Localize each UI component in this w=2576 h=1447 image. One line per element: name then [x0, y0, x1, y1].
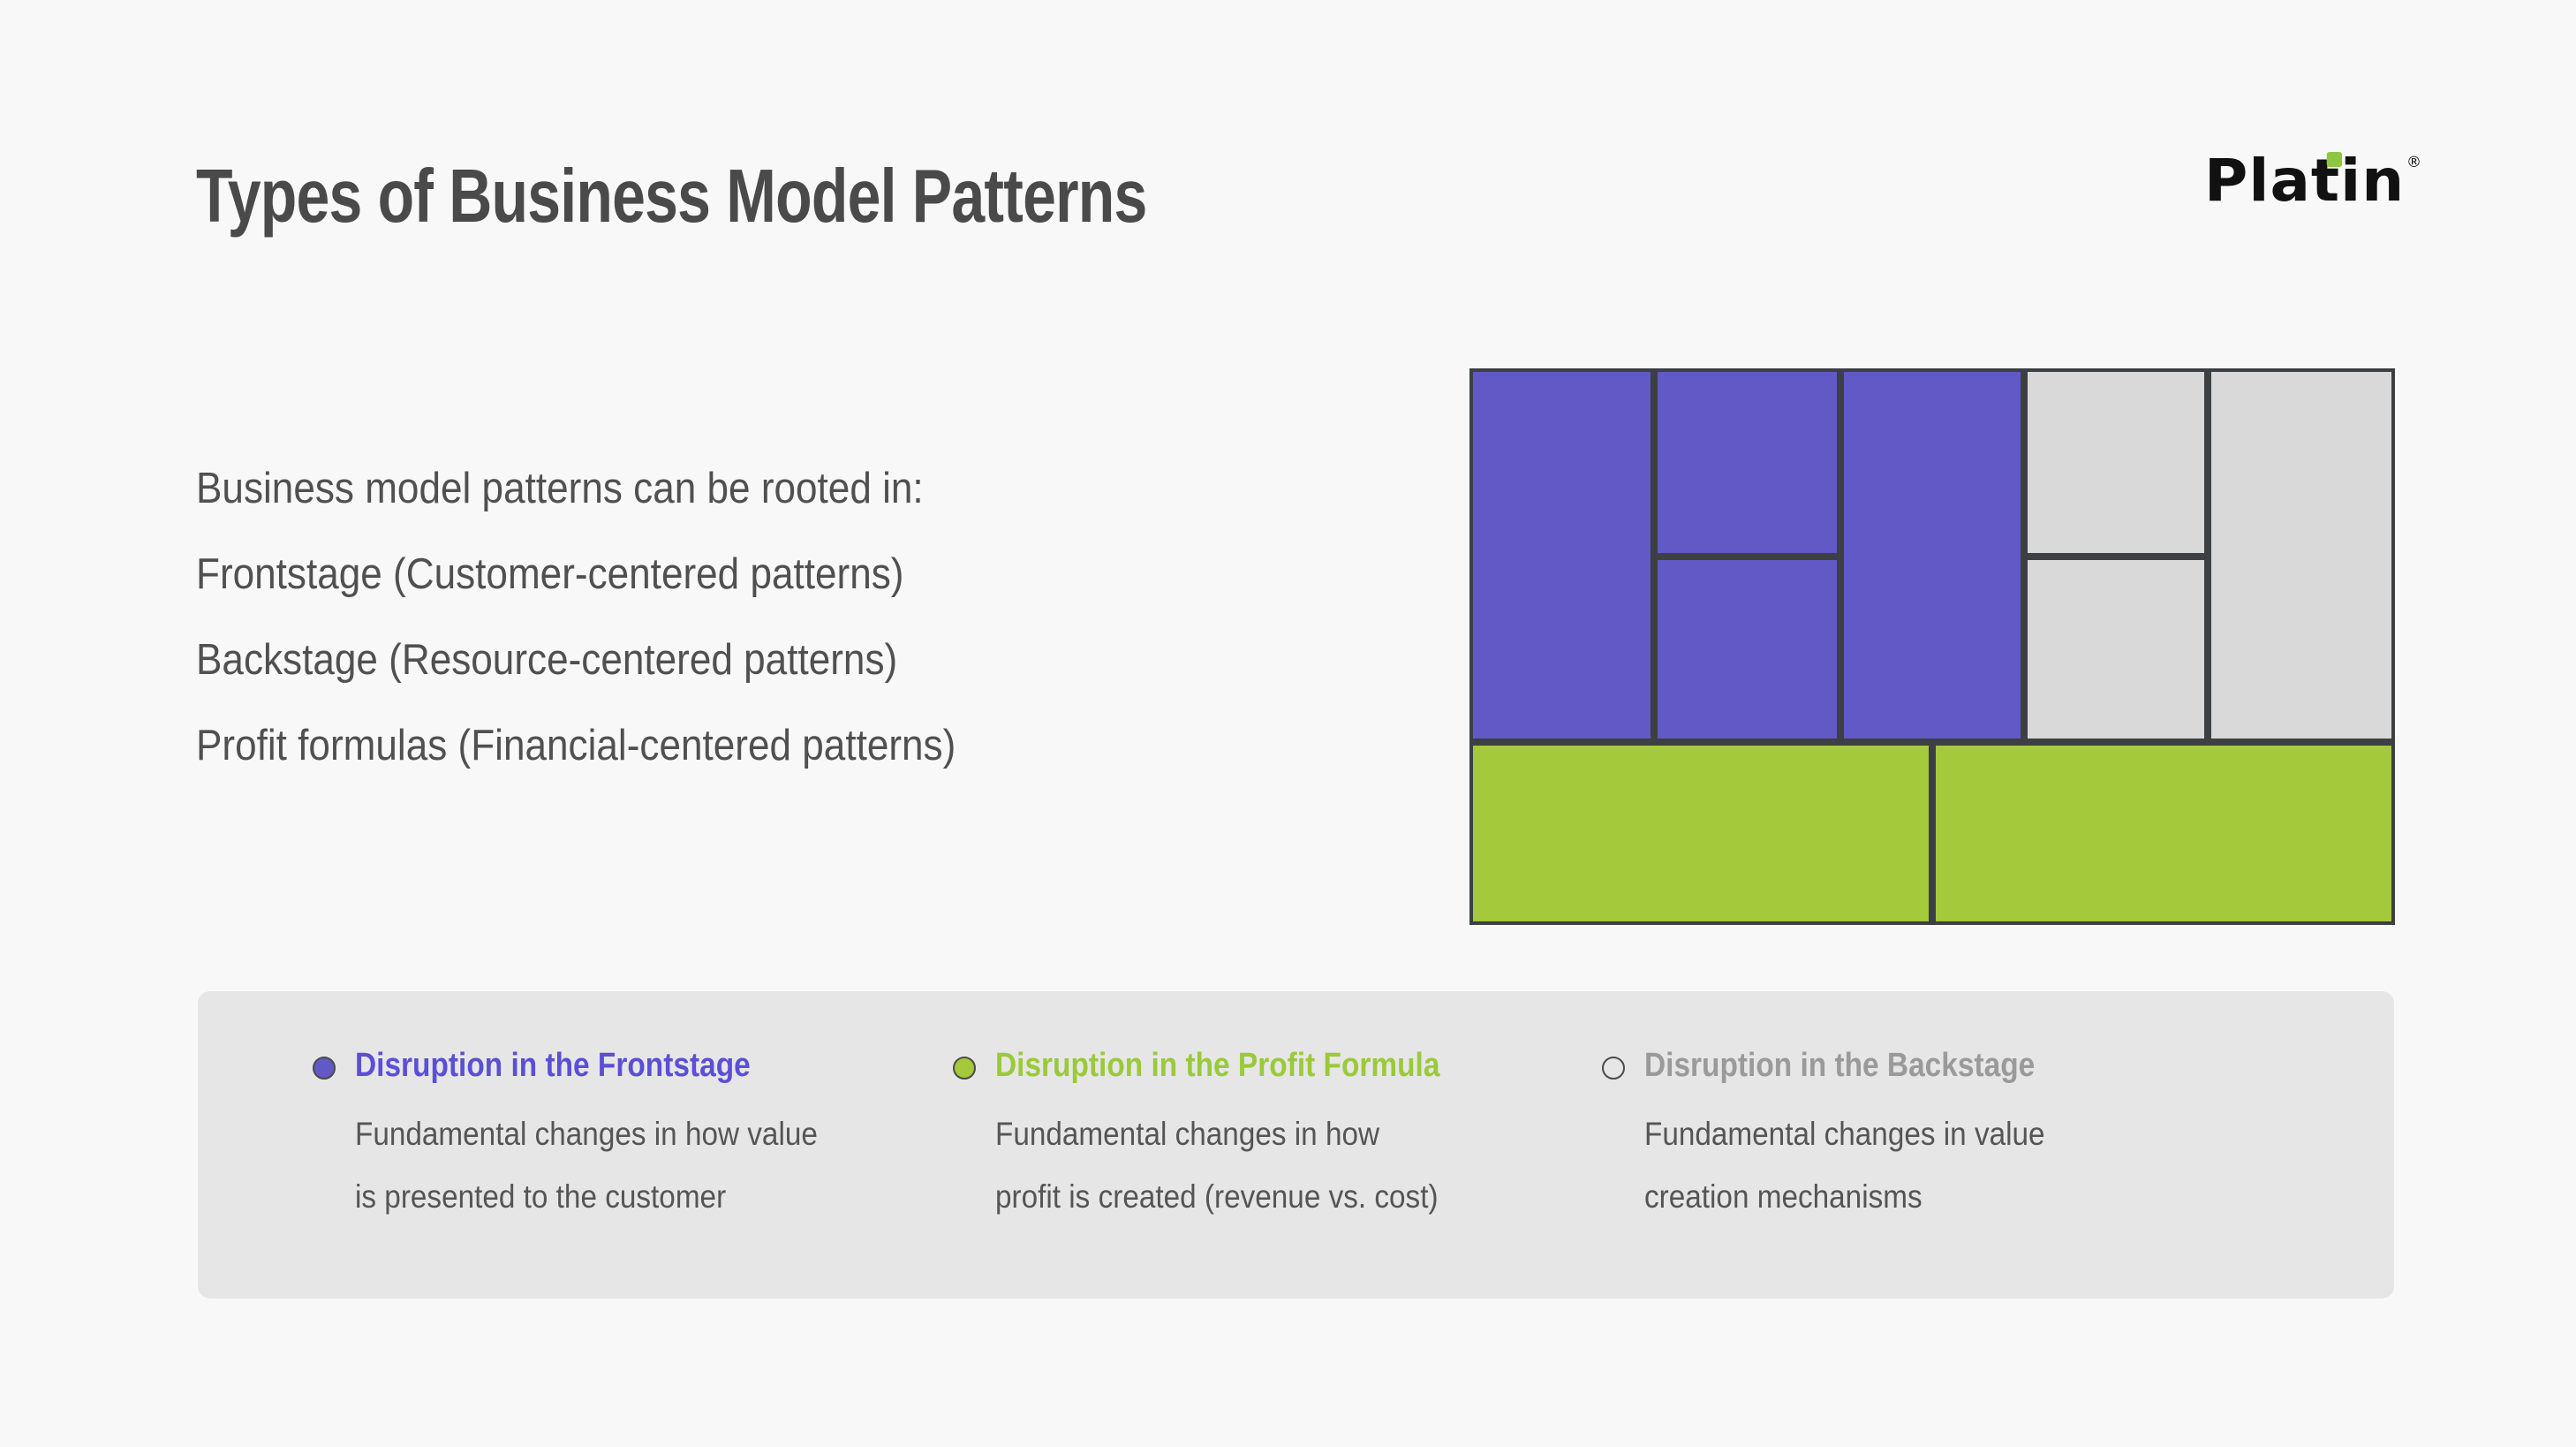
logo-green-dot-icon [2326, 152, 2343, 167]
legend-text-backstage: Disruption in the Backstage Fundamental … [1644, 1042, 2242, 1228]
legend-title-backstage: Disruption in the Backstage [1644, 1047, 2036, 1084]
business-model-grid-diagram [1469, 368, 2395, 925]
body-line: Profit formulas (Financial-centered patt… [196, 722, 956, 769]
legend-bullet-icon-frontstage [313, 1057, 336, 1080]
legend-desc-line: Fundamental changes in value [1644, 1116, 2045, 1152]
legend-bullet-icon-profit-formula [953, 1057, 976, 1080]
body-line: Frontstage (Customer-centered patterns) [196, 550, 904, 598]
diagram-cell-frontstage-col-2-top [1654, 368, 1840, 557]
registered-trademark-icon: ® [2406, 154, 2421, 171]
legend-panel: Disruption in the Frontstage Fundamental… [198, 991, 2394, 1299]
legend-desc-line: Fundamental changes in how [995, 1116, 1380, 1152]
diagram-cell-backstage-col-2 [2208, 368, 2395, 742]
body-line: Backstage (Resource-centered patterns) [196, 636, 898, 684]
diagram-cell-profit-block-left [1469, 742, 1932, 925]
diagram-cell-backstage-col-1-top [2024, 368, 2208, 557]
legend-items-row: Disruption in the Frontstage Fundamental… [313, 1042, 2242, 1228]
diagram-cell-frontstage-col-2-bottom [1654, 557, 1840, 742]
legend-desc-line: creation mechanisms [1644, 1178, 1923, 1215]
body-line: Business model patterns can be rooted in… [196, 465, 924, 512]
legend-text-frontstage: Disruption in the Frontstage Fundamental… [355, 1042, 953, 1228]
logo-text: Platin [2204, 147, 2406, 215]
diagram-cell-backstage-col-1-bottom [2024, 557, 2208, 742]
page-title: Types of Business Model Patterns [196, 155, 1147, 239]
legend-desc-line: profit is created (revenue vs. cost) [995, 1178, 1439, 1215]
legend-item-frontstage[interactable]: Disruption in the Frontstage Fundamental… [313, 1042, 953, 1228]
diagram-cell-frontstage-col-3 [1840, 368, 2024, 742]
legend-title-profit-formula: Disruption in the Profit Formula [995, 1047, 1440, 1084]
diagram-cell-profit-block-right [1932, 742, 2395, 925]
legend-desc-line: Fundamental changes in how value [355, 1116, 818, 1152]
diagram-cell-frontstage-col-1 [1469, 368, 1654, 742]
legend-item-profit-formula[interactable]: Disruption in the Profit Formula Fundame… [953, 1042, 1602, 1228]
legend-bullet-icon-backstage [1602, 1057, 1625, 1080]
legend-item-backstage[interactable]: Disruption in the Backstage Fundamental … [1602, 1042, 2242, 1228]
legend-title-frontstage: Disruption in the Frontstage [355, 1047, 751, 1084]
brand-logo: Platin ® [2204, 152, 2421, 210]
body-text-block: Business model patterns can be rooted in… [196, 446, 1344, 789]
legend-text-profit-formula: Disruption in the Profit Formula Fundame… [995, 1042, 1602, 1228]
legend-desc-line: is presented to the customer [355, 1178, 727, 1215]
logo-wordmark: Platin [2204, 152, 2405, 210]
